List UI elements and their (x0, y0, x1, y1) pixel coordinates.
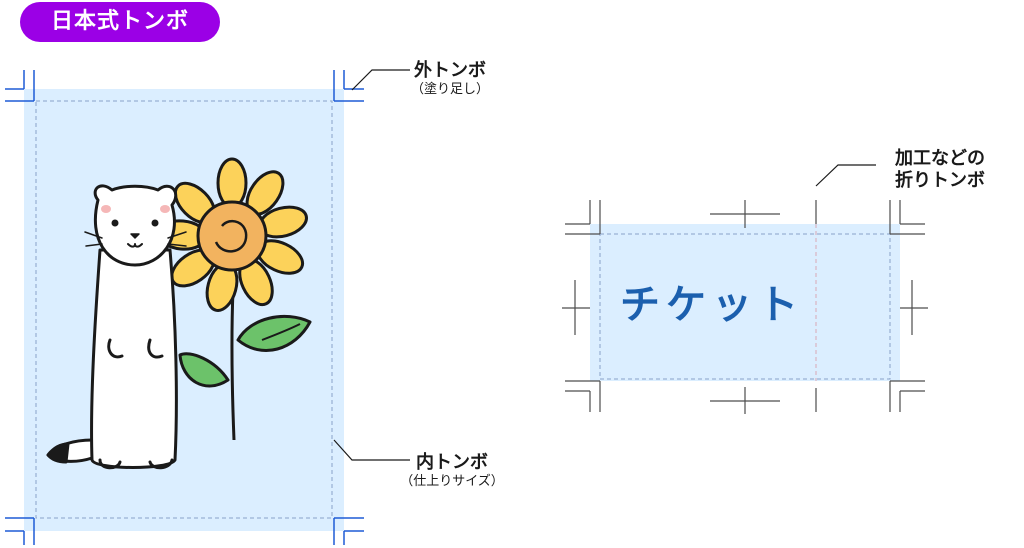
inner-trim-sublabel: （仕上りサイズ） (400, 474, 504, 489)
outer-trim-label: 外トンボ (414, 60, 486, 81)
inner-trim-label: 内トンボ (416, 452, 488, 473)
ticket-artboard (590, 224, 900, 381)
stoat-body (90, 248, 178, 469)
callout-lines (333, 69, 876, 461)
ticket-crop-marks (562, 200, 928, 414)
leaf-left (178, 352, 230, 388)
poster-artboard (24, 89, 344, 531)
sunflower-illustration (156, 157, 312, 441)
stoat-head (93, 184, 178, 267)
sunflower-center (196, 200, 268, 272)
sunflower-petals (156, 157, 308, 312)
inner-trim-callout: 内トンボ （仕上りサイズ） (382, 452, 522, 490)
fold-marks-line2: 折りトンボ (895, 170, 985, 191)
leaf-right (236, 314, 312, 352)
fold-marks-callout: 加工などの 折りトンボ (880, 148, 1000, 192)
bleed-area (24, 89, 344, 531)
fold-marks-line1: 加工などの (895, 148, 985, 169)
outer-trim-callout: 外トンボ （塗り足し） (395, 60, 505, 98)
outer-trim-sublabel: （塗り足し） (410, 82, 489, 97)
stoat-illustration (46, 184, 187, 470)
corner-crop-marks (5, 70, 364, 545)
trim-line (35, 100, 333, 519)
title-badge: 日本式トンボ (20, 2, 220, 42)
stoat-paws (107, 338, 164, 359)
ticket-bleed-area (590, 224, 900, 381)
sunflower-stem (230, 289, 236, 441)
ticket-text: チケット (620, 282, 804, 328)
